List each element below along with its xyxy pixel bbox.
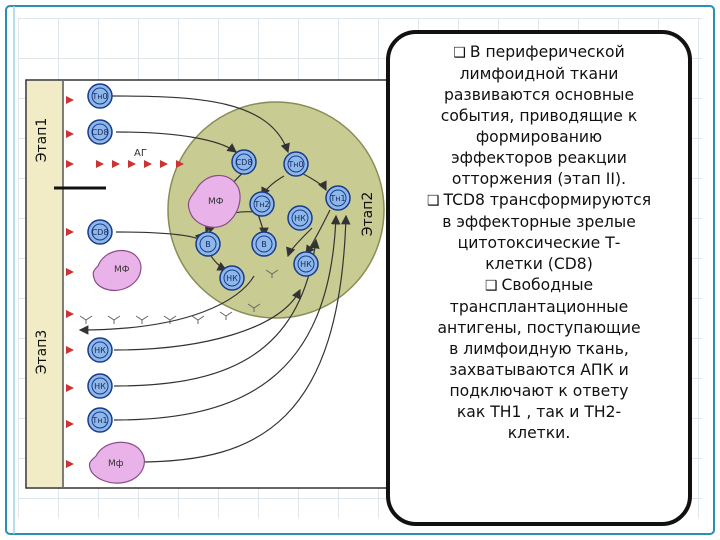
cell-cd8-left-label: CD8: [92, 228, 109, 237]
cell-nk-2-label: НК: [94, 382, 106, 391]
cell-nk-center-1: НК: [288, 206, 312, 230]
text-line: эффекторов реакции: [400, 148, 678, 169]
bullet-icon: ❑: [427, 193, 440, 209]
bullet-icon: ❑: [453, 45, 466, 61]
cell-th1: Тн1: [326, 186, 350, 210]
cell-nk-center-3: НК: [294, 252, 318, 276]
text-line: в лимфоидную ткань,: [400, 339, 678, 360]
stage-2-label: Этап2: [360, 192, 376, 237]
text-line: В периферической: [470, 43, 625, 61]
cell-b-1-label: В: [205, 240, 211, 249]
cell-cd8-center-label: CD8: [236, 158, 253, 167]
cell-th0-wall-label: Тн0: [91, 92, 107, 101]
macrophage-center-label: МФ: [208, 197, 224, 207]
text-line: клетки.: [400, 423, 678, 444]
text-line: клетки (CD8): [400, 254, 678, 275]
stage-3-label: Этап3: [34, 330, 50, 375]
text-line: отторжения (этап II).: [400, 169, 678, 190]
cell-cd8-left: CD8: [88, 220, 112, 244]
text-line: TCD8 трансформируются: [443, 191, 651, 209]
text-block-1: ❑В периферической лимфоидной ткани разви…: [400, 42, 678, 190]
text-line: в эффекторные зрелые: [400, 212, 678, 233]
text-line: подключают к ответу: [400, 381, 678, 402]
cell-th1-label: Тн1: [329, 194, 345, 203]
cell-th0-wall: Тн0: [88, 84, 112, 108]
cell-nk-center-2: НК: [220, 266, 244, 290]
cell-cd8-center: CD8: [232, 150, 256, 174]
cell-b-2-label: В: [261, 240, 267, 249]
antigen-label: АГ: [134, 148, 147, 159]
macrophage-bottom-label: Мф: [108, 459, 124, 469]
text-line: Свободные: [501, 276, 593, 294]
bullet-icon: ❑: [485, 278, 498, 294]
description-box: ❑В периферической лимфоидной ткани разви…: [386, 30, 692, 526]
stage-1-label: Этап1: [34, 118, 50, 163]
text-block-2: ❑TCD8 трансформируются в эффекторные зре…: [400, 190, 678, 275]
text-line: развиваются основные: [400, 85, 678, 106]
text-line: события, приводящие к: [400, 106, 678, 127]
cell-cd8-wall: CD8: [88, 120, 112, 144]
cell-th1-bottom-label: Тн1: [91, 416, 107, 425]
cell-th2: Тн2: [250, 192, 274, 216]
cell-cd8-wall-label: CD8: [92, 128, 109, 137]
cell-nk-1-label: НК: [94, 346, 106, 355]
cell-nk-center-2-label: НК: [226, 274, 238, 283]
cell-nk-center-3-label: НК: [300, 260, 312, 269]
text-line: антигены, поступающие: [400, 318, 678, 339]
cell-th2-label: Тн2: [253, 200, 269, 209]
text-line: цитотоксические Т-: [400, 233, 678, 254]
cell-nk-2: НК: [88, 374, 112, 398]
cell-nk-center-1-label: НК: [294, 214, 306, 223]
cell-b-2: В: [252, 232, 276, 256]
cell-th0-center: Тн0: [284, 152, 308, 176]
text-line: трансплантационные: [400, 297, 678, 318]
macrophage-left-label: МФ: [114, 265, 130, 275]
text-block-3: ❑Свободные трансплантационные антигены, …: [400, 275, 678, 444]
cell-th0-center-label: Тн0: [287, 160, 303, 169]
cell-th1-bottom: Тн1: [88, 408, 112, 432]
text-line: захватываются АПК и: [400, 360, 678, 381]
cell-nk-1: НК: [88, 338, 112, 362]
text-line: формированию: [400, 127, 678, 148]
cell-b-1: В: [196, 232, 220, 256]
text-line: лимфоидной ткани: [400, 64, 678, 85]
text-line: как ТН1 , так и ТН2-: [400, 402, 678, 423]
